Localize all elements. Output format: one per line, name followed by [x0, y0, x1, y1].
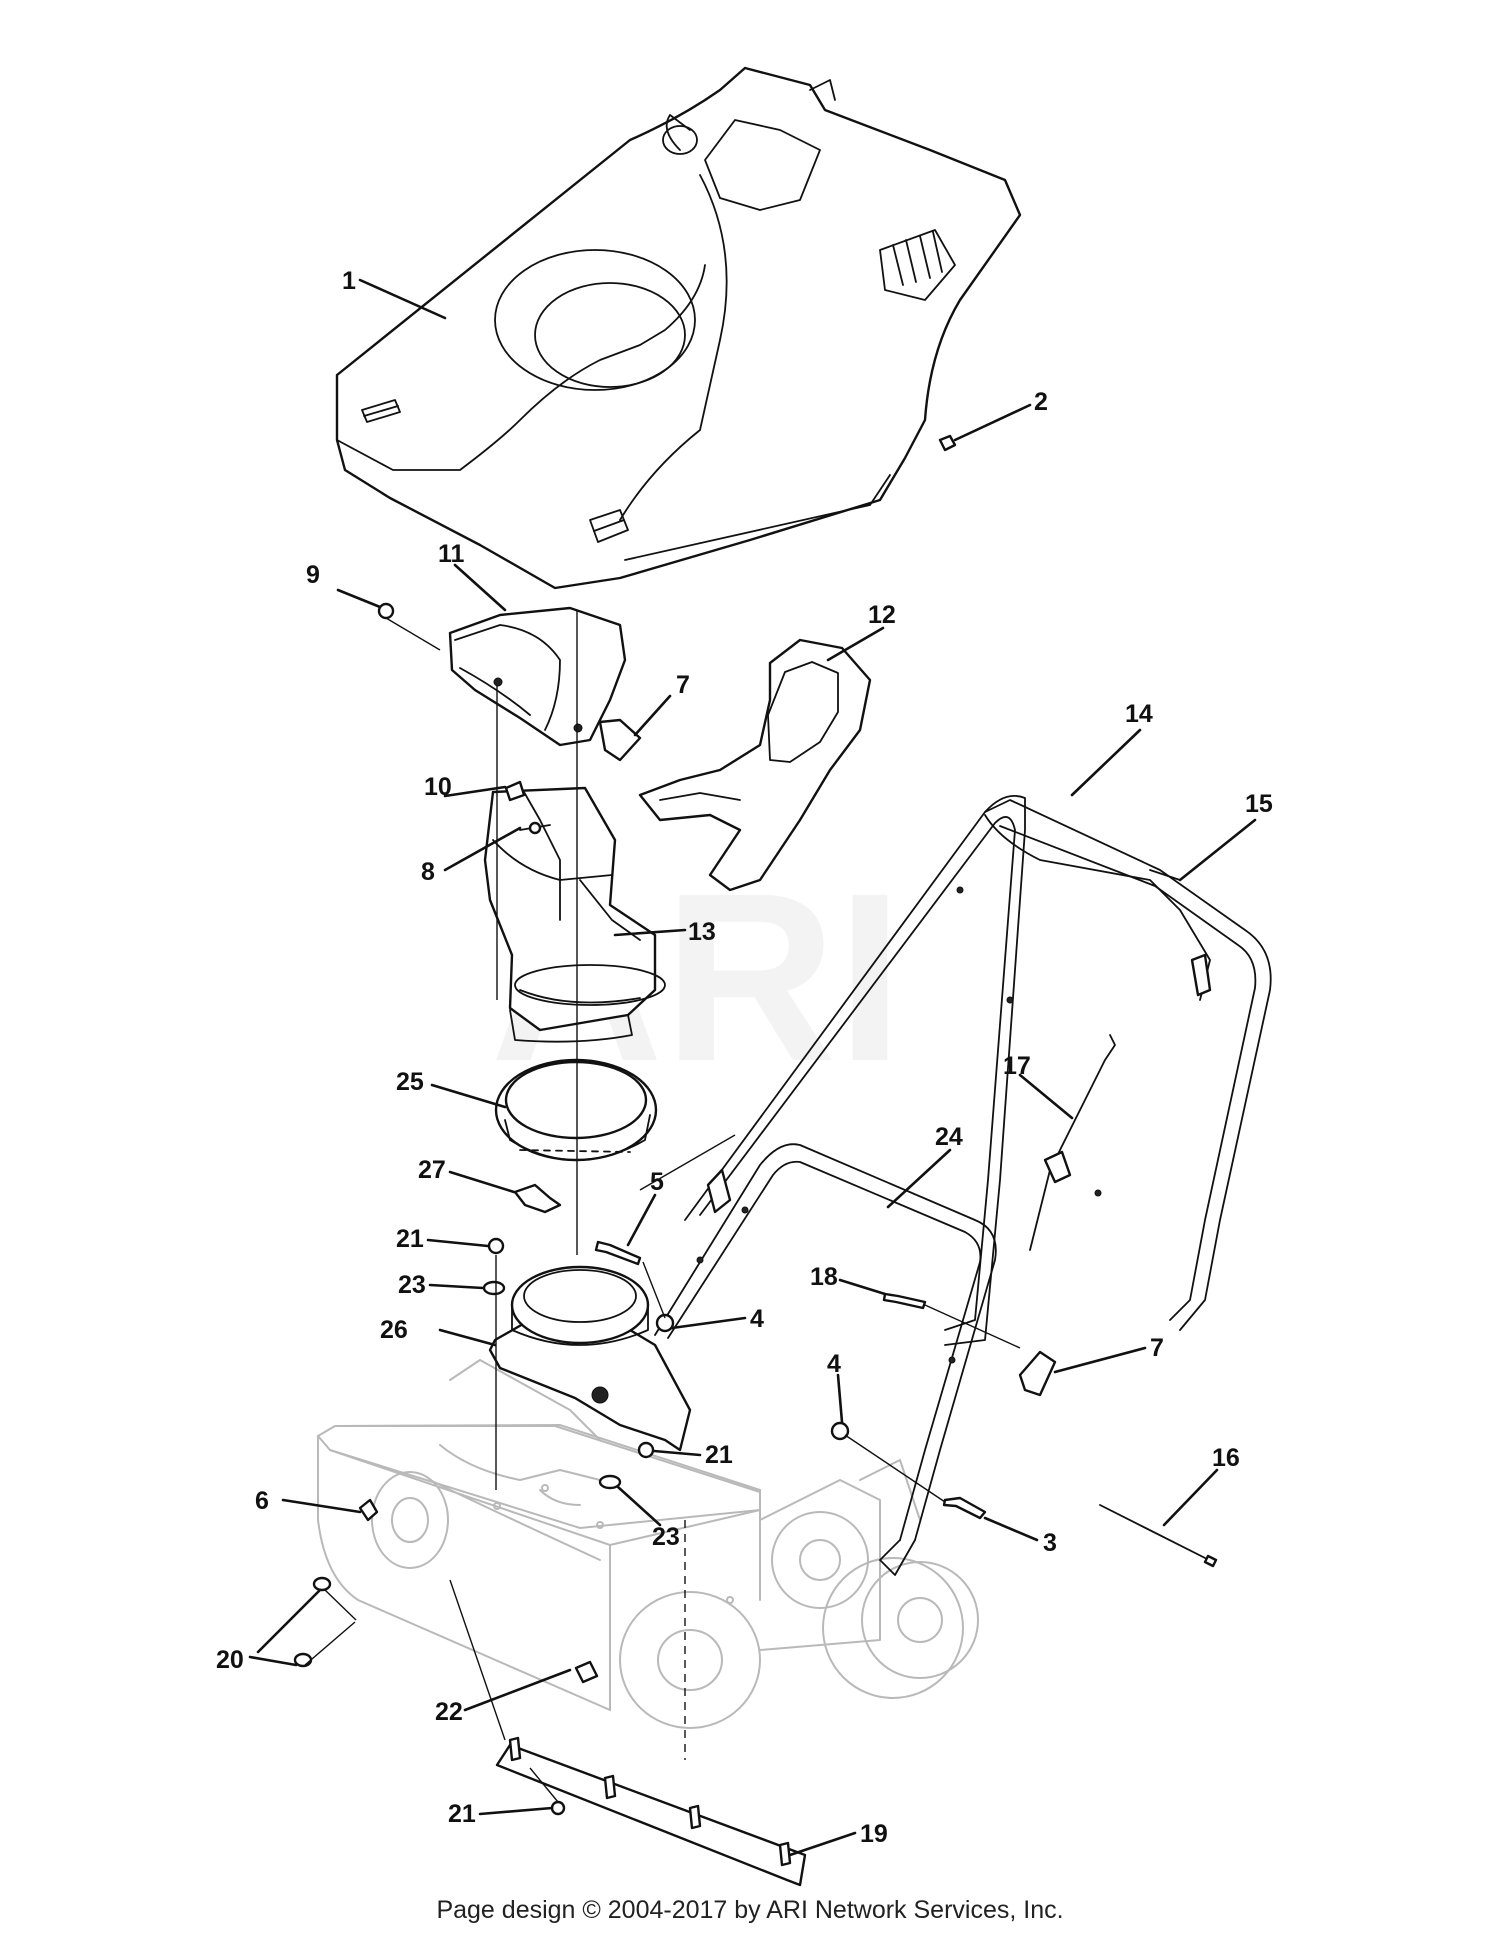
part-12-handle [638, 638, 872, 892]
callout-26: 26 [380, 1316, 408, 1344]
callout-12: 12 [868, 601, 896, 629]
guide-lines [304, 610, 1021, 1803]
part-11-deflector [448, 606, 627, 747]
part-7-knob-upper [598, 718, 642, 762]
callout-3: 3 [1043, 1529, 1057, 1557]
part-24-lower-handle [654, 886, 1102, 1576]
part-15-cable [984, 814, 1212, 1001]
part-17-control [1029, 1034, 1116, 1251]
callout-18: 18 [810, 1263, 838, 1291]
part-19-scraper [495, 1736, 807, 1887]
callout-10: 10 [424, 773, 452, 801]
leader-lines [248, 278, 1257, 1857]
callout-4b: 4 [827, 1350, 841, 1378]
callout-8: 8 [421, 858, 435, 886]
auger-housing-frame [316, 1359, 979, 1729]
callout-27: 27 [418, 1156, 446, 1184]
callout-19: 19 [860, 1820, 888, 1848]
callout-23a: 23 [398, 1271, 426, 1299]
callout-11: 11 [438, 540, 465, 568]
callout-2: 2 [1034, 388, 1048, 416]
part-7-knob-lower [1018, 1350, 1057, 1397]
callout-23b: 23 [652, 1523, 680, 1551]
callout-7b: 7 [1150, 1334, 1164, 1362]
part-25-ring [494, 1058, 658, 1162]
callout-21a: 21 [396, 1225, 424, 1253]
callout-17: 17 [1003, 1052, 1031, 1080]
callout-20: 20 [216, 1646, 244, 1674]
callout-16: 16 [1212, 1444, 1240, 1472]
part-26-chute-base [488, 1265, 692, 1452]
callout-14: 14 [1125, 700, 1153, 728]
part-27-clip [513, 1183, 562, 1214]
callout-21c: 21 [448, 1800, 476, 1828]
callout-7a: 7 [676, 671, 690, 699]
copyright-footer: Page design © 2004-2017 by ARI Network S… [436, 1896, 1064, 1924]
callout-15: 15 [1245, 790, 1273, 818]
part-13-chute [483, 784, 666, 1043]
callout-4a: 4 [750, 1305, 764, 1333]
callout-labels: 1 2 3 4 4 5 6 7 7 8 9 10 11 12 13 14 15 … [216, 267, 1273, 1848]
callout-9: 9 [306, 561, 320, 589]
callout-21b: 21 [705, 1441, 733, 1469]
callout-25: 25 [396, 1068, 424, 1096]
callout-13: 13 [688, 918, 716, 946]
callout-22: 22 [435, 1698, 463, 1726]
part-16-rod [1099, 1504, 1218, 1568]
callout-24: 24 [935, 1123, 963, 1151]
callout-1: 1 [342, 267, 356, 295]
callout-6: 6 [255, 1487, 269, 1515]
part-14-upper-handle [684, 794, 1272, 1346]
callout-5: 5 [650, 1168, 664, 1196]
part-1-shroud [335, 66, 1022, 590]
